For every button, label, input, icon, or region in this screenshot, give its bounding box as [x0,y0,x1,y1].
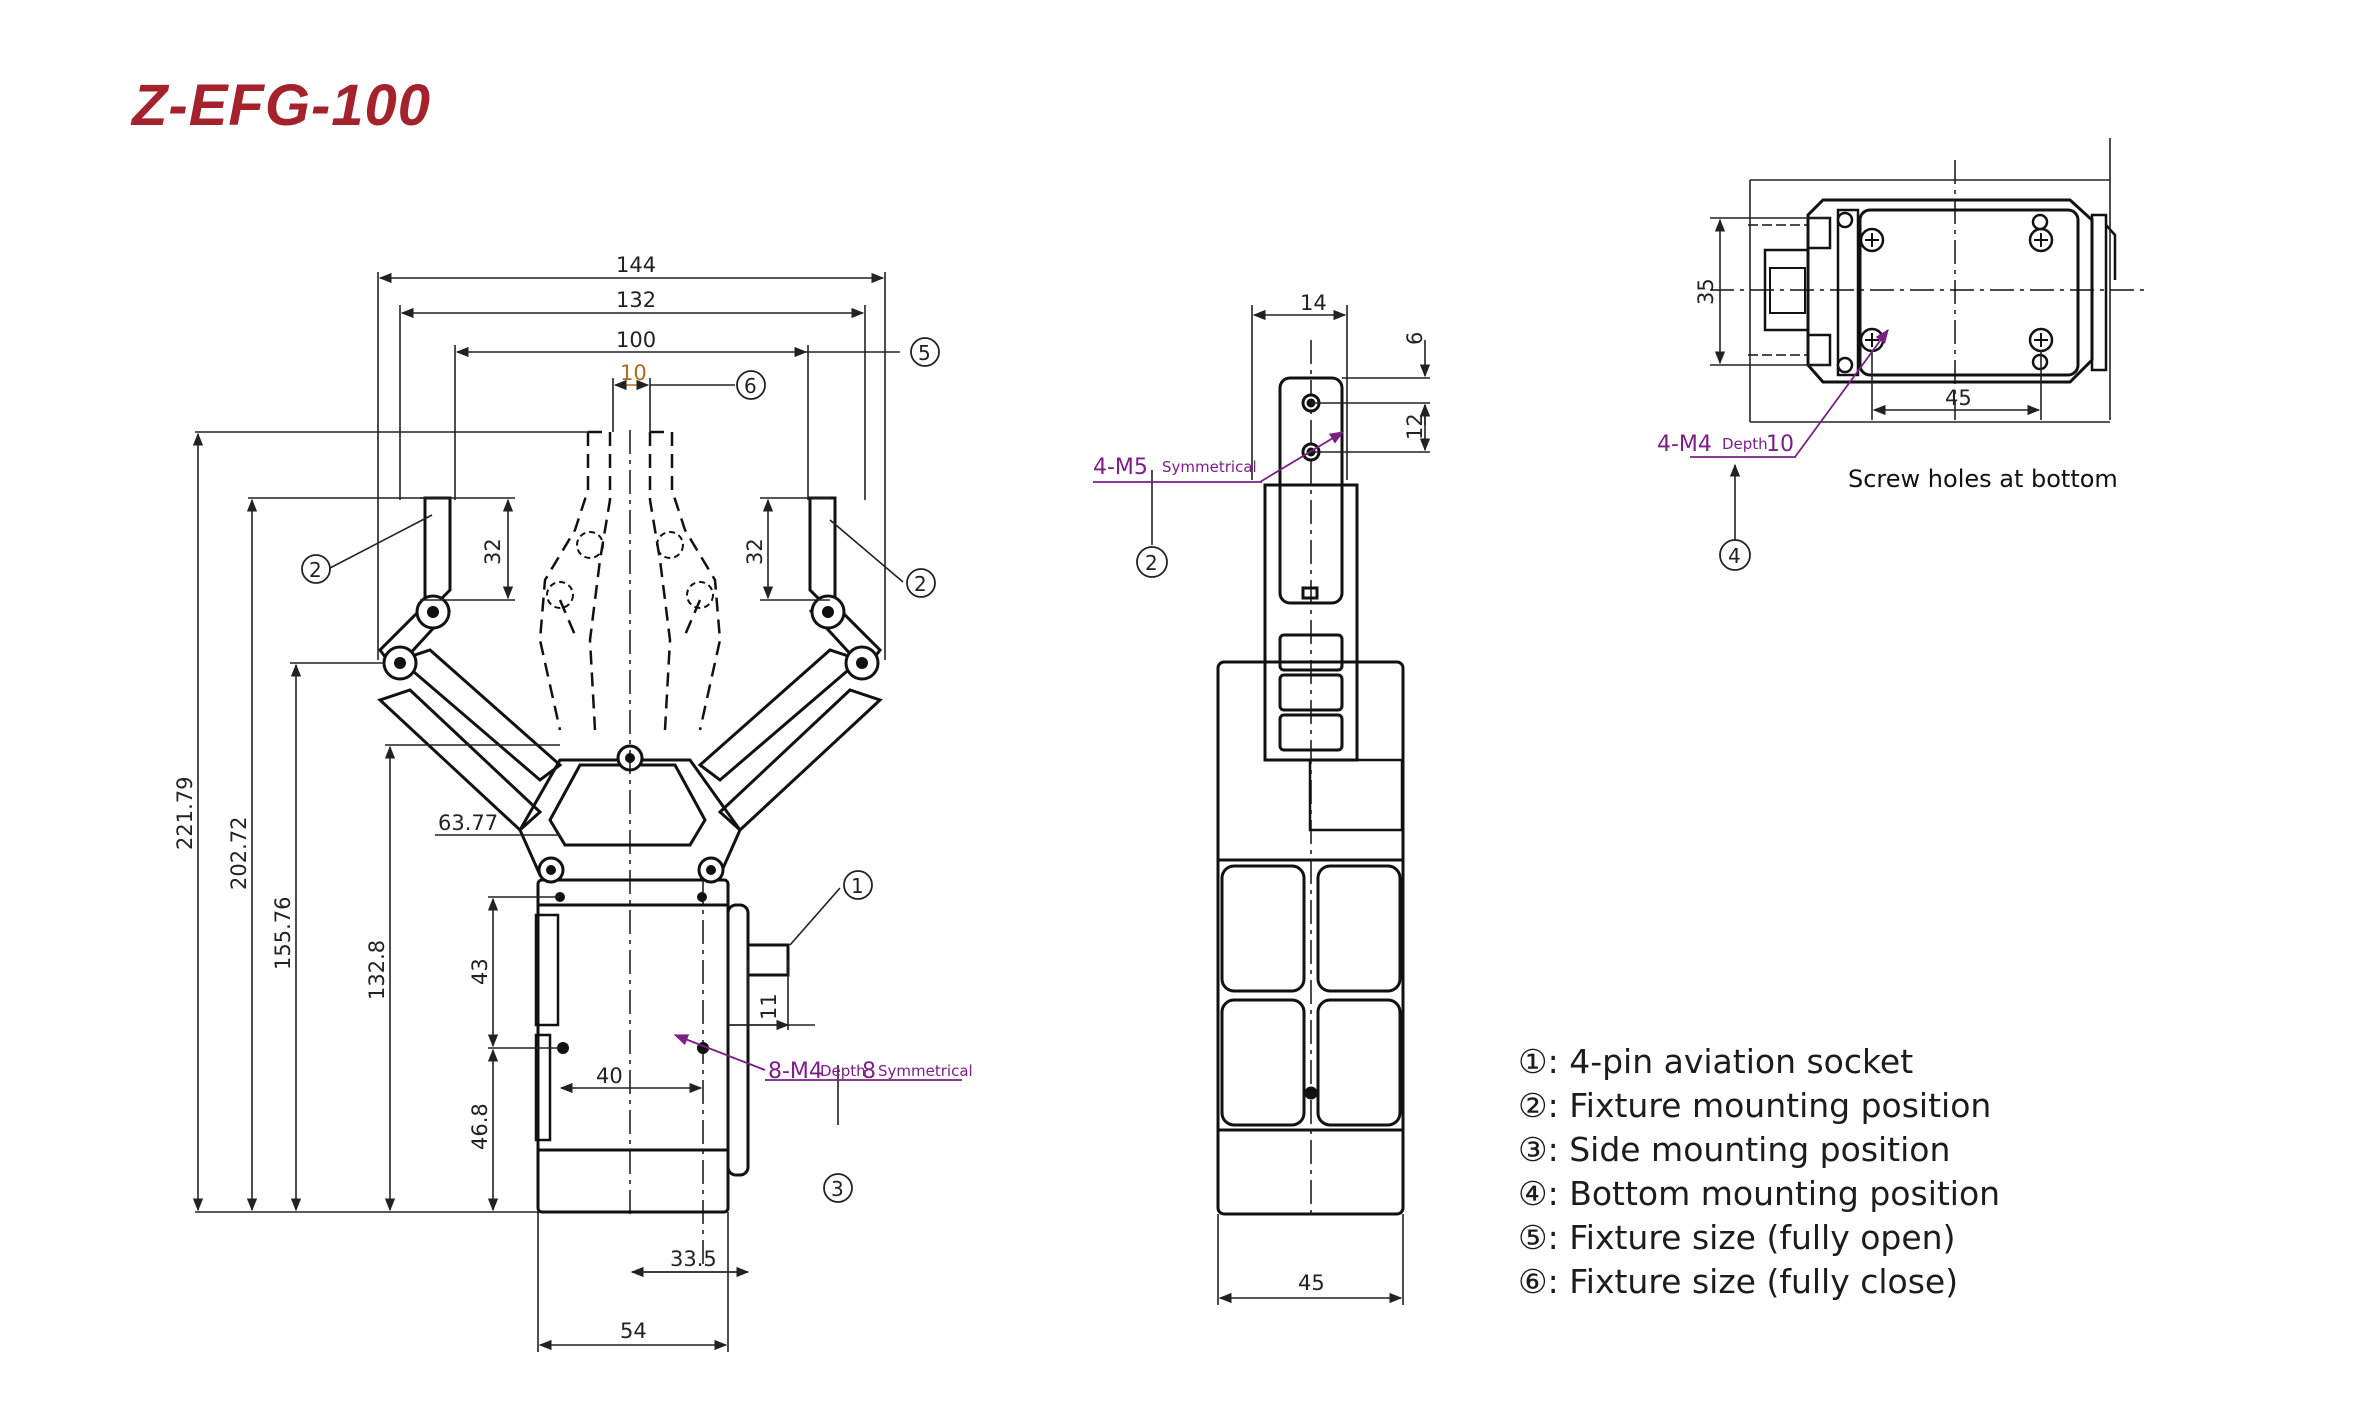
callout-2-side: 2 [1145,551,1158,575]
note-4-m5: 4-M5 [1093,455,1148,480]
callout-circle-2-left [301,554,331,584]
legend-item: ②: Fixture mounting position [1518,1084,2000,1128]
legend-num: ⑥: [1518,1262,1559,1301]
callout-circle-2-right [906,568,936,598]
dim-45-side: 45 [1298,1271,1325,1295]
dim-155-76: 155.76 [271,897,295,970]
right-jaw-arm [697,648,863,782]
dim-12: 12 [1403,413,1427,440]
note-4-m4: 4-M4 [1657,432,1712,457]
closed-jaw-outline [538,430,722,731]
dim-14: 14 [1300,291,1327,315]
dim-132-8: 132.8 [365,940,389,1000]
callout-5: 5 [918,341,931,365]
legend: ①: 4-pin aviation socket ②: Fixture moun… [1518,1040,2000,1304]
legend-num: ④: [1518,1174,1559,1213]
dim-45-bottom: 45 [1945,386,1972,410]
bottom-body [1806,198,2094,384]
socket-housing [726,903,750,1177]
front-view [377,430,883,1265]
callout-circle-4 [1719,539,1751,571]
legend-item: ③: Side mounting position [1518,1128,2000,1172]
note-depth-value: 8 [862,1059,876,1084]
side-dim-text: 14 6 12 45 4-M5 Symmetrical [1093,291,1427,1295]
legend-num: ⑤: [1518,1218,1559,1257]
note-symmetrical: Symmetrical [878,1062,973,1080]
left-jaw-arm [397,648,563,782]
callout-2-left: 2 [309,558,322,582]
legend-text: Fixture mounting position [1569,1086,1992,1125]
callout-2-right: 2 [914,572,927,596]
legend-text: Fixture size (fully close) [1569,1262,1959,1301]
model-title: Z-EFG-100 [132,73,432,138]
dim-63-77: 63.77 [438,811,498,835]
legend-text: 4-pin aviation socket [1569,1042,1914,1081]
legend-num: ②: [1518,1086,1559,1125]
dim-54: 54 [620,1319,647,1343]
bottom-caption: Screw holes at bottom [1848,465,2118,493]
bottom-dim-text: 35 45 4-M4 Depth 10 Screw holes at botto… [1657,278,2118,493]
legend-text: Fixture size (fully open) [1569,1218,1956,1257]
dim-100: 100 [616,328,656,352]
dim-40: 40 [596,1064,623,1088]
callout-circle-2-side [1136,546,1168,578]
callout-circle-6 [736,370,766,400]
bottom-view [1710,160,2150,420]
callout-circle-5 [910,337,940,367]
side-dimensions [1151,305,1431,1305]
callout-circle-1 [843,870,873,900]
legend-item: ⑤: Fixture size (fully open) [1518,1216,2000,1260]
note-depth-bottom-label: Depth [1722,435,1768,453]
note-symmetrical-side: Symmetrical [1162,458,1257,476]
front-dimensions [192,272,904,1352]
legend-item: ⑥: Fixture size (fully close) [1518,1260,2000,1304]
dim-221-79: 221.79 [173,777,197,850]
aviation-socket [746,943,790,977]
dim-10: 10 [620,361,647,385]
dim-144: 144 [616,253,656,277]
dim-32-left: 32 [481,538,505,565]
dim-6: 6 [1403,332,1427,345]
legend-text: Bottom mounting position [1569,1174,2001,1213]
callout-circle-3 [823,1173,853,1203]
note-depth-bottom-value: 10 [1766,432,1794,457]
legend-num: ③: [1518,1130,1559,1169]
bottom-dimensions [1710,138,2111,540]
callout-4: 4 [1728,544,1741,568]
dim-11: 11 [757,993,781,1020]
dim-202-72: 202.72 [227,817,251,890]
legend-item: ①: 4-pin aviation socket [1518,1040,2000,1084]
dim-35: 35 [1694,278,1718,305]
callout-6: 6 [744,374,757,398]
legend-item: ④: Bottom mounting position [1518,1172,2000,1216]
dim-32-right: 32 [743,538,767,565]
dim-46-8: 46.8 [468,1103,492,1150]
callout-3: 3 [831,1177,844,1201]
legend-text: Side mounting position [1569,1130,1951,1169]
dim-33-5: 33.5 [670,1247,717,1271]
note-depth-label: Depth [820,1062,866,1080]
front-dim-text: 144 132 100 10 32 32 221.79 202.72 155.7… [173,253,973,1343]
pivot-points [382,594,880,884]
dim-132: 132 [616,288,656,312]
callout-1: 1 [851,874,864,898]
dim-43: 43 [468,958,492,985]
side-view [1216,340,1405,1220]
legend-num: ①: [1518,1042,1559,1081]
